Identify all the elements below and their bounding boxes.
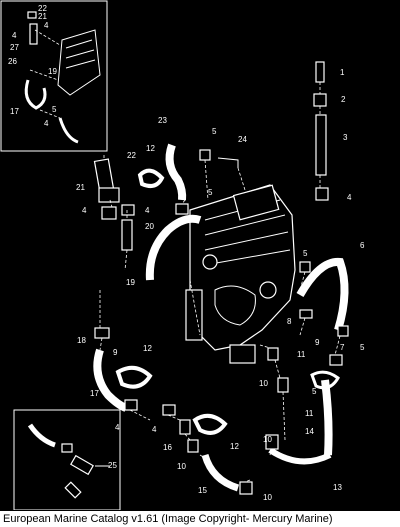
callout-11: 11 bbox=[305, 409, 314, 418]
callout-5: 5 bbox=[303, 249, 308, 258]
hose-13 bbox=[321, 379, 333, 456]
inset-callout: 21 bbox=[38, 12, 47, 21]
callout-10: 10 bbox=[177, 462, 186, 471]
part-4-upper bbox=[175, 203, 189, 215]
callout-5: 5 bbox=[360, 343, 365, 352]
callout-25: 25 bbox=[108, 461, 117, 470]
part-18 bbox=[94, 327, 110, 339]
part-8 bbox=[299, 309, 313, 319]
part-20 bbox=[121, 219, 133, 251]
hose-19 bbox=[145, 214, 202, 281]
hose-6 bbox=[296, 257, 349, 332]
parts-diagram: 22 21 4 4 27 26 19 17 4 5 bbox=[0, 0, 365, 510]
inset-callout: 4 bbox=[12, 31, 17, 40]
inset-callout: 27 bbox=[10, 43, 19, 52]
hose-13b bbox=[268, 447, 332, 465]
callout-7: 7 bbox=[340, 343, 345, 352]
callout-8: 8 bbox=[287, 317, 292, 326]
callout-21: 21 bbox=[76, 183, 85, 192]
clamp-12c bbox=[192, 413, 228, 435]
hose-15 bbox=[201, 453, 240, 492]
inset-bottom-left bbox=[13, 409, 121, 510]
hose-17 bbox=[93, 348, 128, 412]
part-24 bbox=[217, 157, 239, 168]
inset-callout: 26 bbox=[8, 57, 17, 66]
callout-13: 13 bbox=[333, 483, 342, 492]
part-4-mid bbox=[162, 404, 176, 416]
part-10a bbox=[187, 439, 199, 453]
clamp-12d bbox=[310, 370, 340, 390]
clamp-12a bbox=[137, 168, 165, 188]
part-4 bbox=[315, 187, 329, 201]
inset-top-left-labels: 22 21 4 4 27 26 19 17 4 5 bbox=[8, 4, 57, 128]
part-7 bbox=[329, 354, 343, 366]
callout-9: 9 bbox=[315, 338, 320, 347]
callout-2: 2 bbox=[341, 95, 346, 104]
callout-5: 5 bbox=[212, 127, 217, 136]
part-4-right bbox=[121, 204, 135, 216]
part-5-right bbox=[337, 325, 349, 337]
callout-9: 9 bbox=[113, 348, 118, 357]
callout-10: 10 bbox=[263, 435, 272, 444]
inset-callout: 4 bbox=[44, 21, 49, 30]
parts bbox=[93, 61, 349, 495]
part-22 bbox=[93, 158, 115, 192]
part-5-top bbox=[299, 261, 311, 273]
inset-callout: 22 bbox=[38, 4, 47, 13]
callout-12: 12 bbox=[146, 144, 155, 153]
part-10d bbox=[277, 377, 289, 393]
callout-24: 24 bbox=[238, 135, 247, 144]
callout-4: 4 bbox=[145, 206, 150, 215]
part-4-left bbox=[101, 206, 117, 220]
callout-4: 4 bbox=[152, 425, 157, 434]
callout-16: 16 bbox=[163, 443, 172, 452]
part-10b bbox=[239, 481, 253, 495]
callout-22: 22 bbox=[127, 151, 136, 160]
callout-15: 15 bbox=[198, 486, 207, 495]
clamp-12b bbox=[115, 365, 153, 389]
callout-14: 14 bbox=[305, 427, 314, 436]
callout-5: 5 bbox=[208, 188, 213, 197]
part-2 bbox=[313, 93, 327, 107]
engine-block bbox=[185, 184, 296, 364]
inset-callout: 4 bbox=[44, 119, 49, 128]
image-caption: European Marine Catalog v1.61 (Image Cop… bbox=[0, 511, 400, 527]
part-3 bbox=[315, 114, 327, 176]
callout-10: 10 bbox=[259, 379, 268, 388]
part-5-upper bbox=[199, 149, 211, 161]
callout-20: 20 bbox=[145, 222, 154, 231]
hose-23 bbox=[165, 143, 187, 201]
part-1 bbox=[315, 61, 325, 83]
callout-17: 17 bbox=[90, 389, 99, 398]
callout-19: 19 bbox=[126, 278, 135, 287]
callout-23: 23 bbox=[158, 116, 167, 125]
callout-12: 12 bbox=[143, 344, 152, 353]
part-21 bbox=[98, 187, 120, 203]
hoses bbox=[93, 143, 349, 492]
leader-lines bbox=[99, 82, 341, 483]
callout-3: 3 bbox=[343, 133, 348, 142]
inset-callout: 5 bbox=[52, 105, 57, 114]
inset-top-left bbox=[0, 0, 108, 152]
callout-10: 10 bbox=[263, 493, 272, 502]
callout-4: 4 bbox=[115, 423, 120, 432]
callout-6: 6 bbox=[360, 241, 365, 250]
part-4-bottom bbox=[124, 399, 138, 411]
callout-18: 18 bbox=[77, 336, 86, 345]
callout-labels: 1 2 3 4 23 5 24 12 22 21 5 4 4 20 19 6 5… bbox=[76, 68, 365, 502]
callout-11: 11 bbox=[297, 350, 306, 359]
inset-callout: 17 bbox=[10, 107, 19, 116]
part-16 bbox=[179, 419, 191, 435]
callout-4: 4 bbox=[82, 206, 87, 215]
callout-5: 5 bbox=[312, 387, 317, 396]
callout-4: 4 bbox=[347, 193, 352, 202]
callout-12: 12 bbox=[230, 442, 239, 451]
callout-1: 1 bbox=[340, 68, 345, 77]
part-10c bbox=[267, 347, 279, 361]
inset-callout: 19 bbox=[48, 67, 57, 76]
